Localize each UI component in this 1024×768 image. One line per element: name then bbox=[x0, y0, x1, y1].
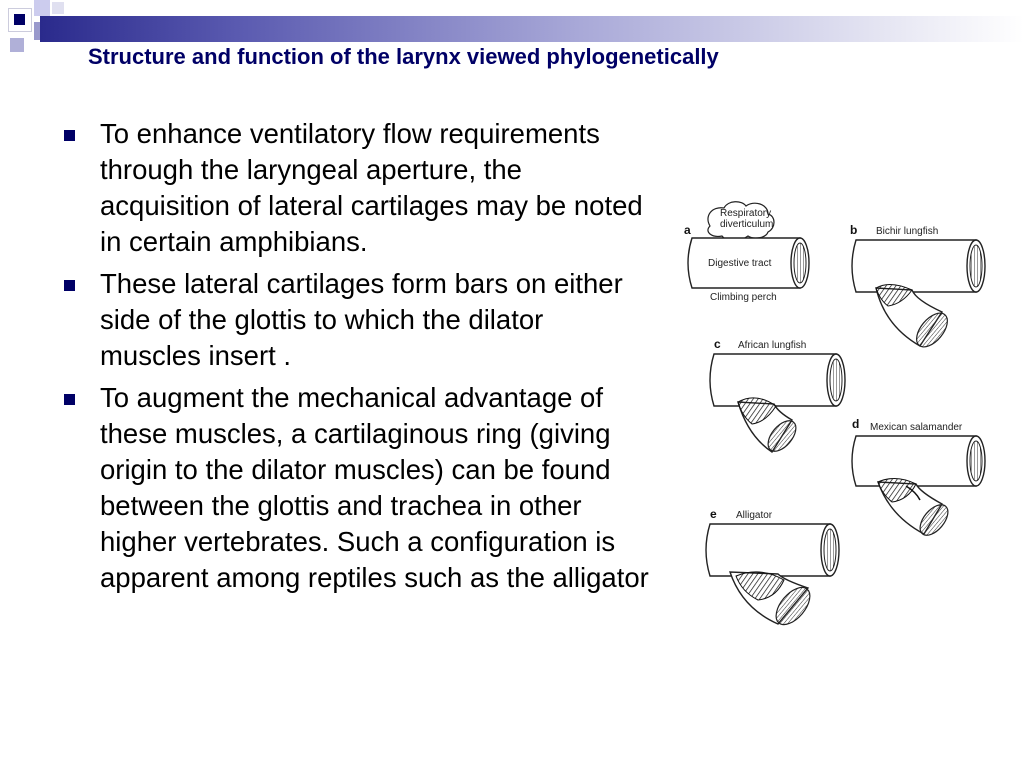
panel-letter: a bbox=[684, 223, 691, 237]
tube bbox=[687, 237, 801, 289]
header-gradient-bar bbox=[40, 16, 1024, 42]
corner-square bbox=[8, 8, 32, 32]
slide-title: Structure and function of the larynx vie… bbox=[88, 44, 719, 69]
panel-letter: d bbox=[852, 417, 859, 431]
tube-inner bbox=[829, 358, 843, 402]
bullet-text: To augment the mechanical advantage of t… bbox=[100, 382, 649, 593]
corner-square bbox=[52, 2, 64, 14]
panel-e: e Alligator bbox=[705, 507, 840, 626]
square-bullet-icon bbox=[64, 130, 75, 141]
corner-square bbox=[34, 0, 50, 16]
cartilaginous-ring bbox=[735, 571, 785, 601]
species-label: Mexican salamander bbox=[870, 422, 963, 433]
species-label: Climbing perch bbox=[710, 292, 777, 303]
trachea-opening bbox=[775, 586, 811, 626]
bullet-item: To enhance ventilatory flow requirements… bbox=[60, 116, 650, 260]
larynx-phylogeny-figure: a Respiratory diverticulum Digestive tra… bbox=[684, 201, 986, 626]
corner-square bbox=[10, 38, 24, 52]
square-bullet-icon bbox=[64, 394, 75, 405]
tube-label: Digestive tract bbox=[708, 258, 772, 269]
tube-inner bbox=[823, 528, 837, 572]
dilator-muscle bbox=[877, 478, 917, 503]
trachea-opening bbox=[919, 504, 949, 536]
panel-letter: b bbox=[850, 223, 857, 237]
trachea-opening bbox=[767, 420, 797, 452]
tube bbox=[709, 353, 837, 407]
species-label: Alligator bbox=[736, 510, 773, 521]
corner-square bbox=[14, 14, 25, 25]
lateral-cartilage bbox=[905, 485, 921, 501]
tube bbox=[851, 239, 977, 293]
bullet-item: These lateral cartilages form bars on ei… bbox=[60, 266, 650, 374]
tube-inner bbox=[969, 244, 983, 288]
panel-a: a Respiratory diverticulum Digestive tra… bbox=[684, 201, 810, 303]
species-label: African lungfish bbox=[738, 340, 806, 351]
trachea-opening bbox=[916, 312, 948, 348]
species-label: Bichir lungfish bbox=[876, 226, 938, 237]
dilator-muscle bbox=[875, 284, 913, 307]
panel-letter: c bbox=[714, 337, 721, 351]
tube bbox=[705, 523, 831, 577]
tube-inner bbox=[969, 440, 983, 482]
tube bbox=[851, 435, 977, 487]
bullet-list: To enhance ventilatory flow requirements… bbox=[60, 116, 650, 602]
dilator-muscle bbox=[737, 397, 777, 425]
panel-b: b Bichir lungfish bbox=[850, 223, 986, 348]
bullet-item: To augment the mechanical advantage of t… bbox=[60, 380, 650, 596]
panel-c: c African lungfish bbox=[709, 337, 846, 453]
tube-inner bbox=[793, 242, 807, 284]
corner-decoration bbox=[0, 0, 160, 70]
cloud-label: Respiratory bbox=[720, 208, 771, 219]
panel-letter: e bbox=[710, 507, 717, 521]
bullet-text: To enhance ventilatory flow requirements… bbox=[100, 118, 643, 257]
cloud-label: diverticulum bbox=[720, 219, 773, 230]
square-bullet-icon bbox=[64, 280, 75, 291]
bullet-text: These lateral cartilages form bars on ei… bbox=[100, 268, 623, 371]
panel-d: d Mexican salamander bbox=[851, 417, 986, 536]
